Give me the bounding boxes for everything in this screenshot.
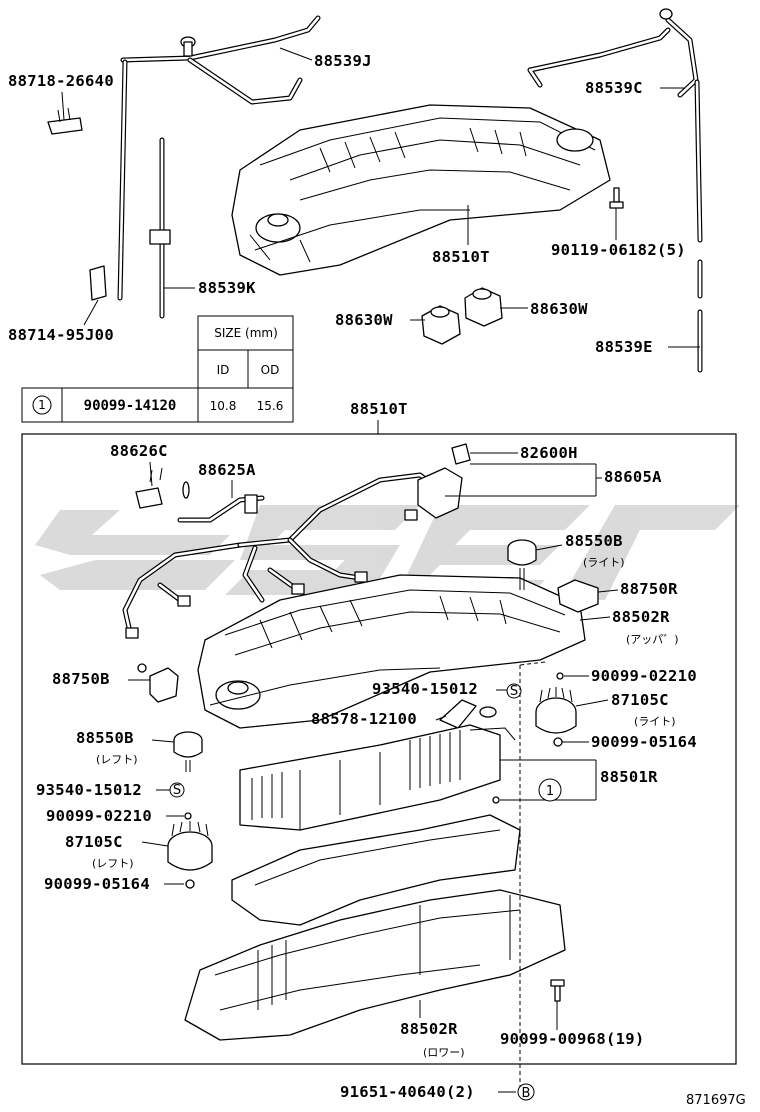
label-87105c-right: 87105C bbox=[611, 691, 669, 709]
figure-code: 871697G bbox=[686, 1093, 746, 1108]
label-88539e: 88539E bbox=[595, 338, 653, 356]
label-87105c-left: 87105C bbox=[65, 833, 123, 851]
label-88502r-lower: 88502R bbox=[400, 1020, 458, 1038]
wire-harness bbox=[122, 467, 463, 639]
marker-s-left: S bbox=[173, 783, 181, 798]
size-table-ref: 1 bbox=[38, 398, 46, 412]
part-88578 bbox=[439, 699, 497, 729]
label-90099-02210-left: 90099-02210 bbox=[46, 807, 152, 825]
label-91651-40640: 91651-40640(2) bbox=[340, 1083, 475, 1101]
marker-s-center: S bbox=[510, 684, 518, 699]
screw-90099-00968 bbox=[550, 979, 565, 1002]
size-table-part: 90099-14120 bbox=[84, 398, 177, 414]
label-90099-00968: 90099-00968(19) bbox=[500, 1030, 644, 1048]
label-87105c-right-sub: (ライト) bbox=[634, 715, 676, 728]
label-88550b-left-sub: (レフト) bbox=[96, 753, 138, 766]
label-88750r: 88750R bbox=[620, 580, 678, 598]
size-table-od-value: 15.6 bbox=[257, 399, 284, 413]
bolt-90119 bbox=[609, 187, 624, 209]
actuator-88750r bbox=[557, 579, 599, 613]
label-88750b: 88750B bbox=[52, 670, 110, 688]
label-90119-06182: 90119-06182(5) bbox=[551, 241, 686, 259]
marker-1: 1 bbox=[546, 784, 554, 799]
connector-88630w-right bbox=[464, 287, 503, 327]
label-88501r: 88501R bbox=[600, 768, 658, 786]
label-88550b-right-sub: (ライト) bbox=[583, 556, 625, 569]
label-88625a: 88625A bbox=[198, 461, 256, 479]
size-table-od-header: OD bbox=[261, 363, 280, 377]
label-88510t-top: 88510T bbox=[432, 248, 490, 266]
label-82600h: 82600H bbox=[520, 444, 578, 462]
hose-88539k bbox=[149, 137, 171, 319]
upper-case-88502r bbox=[197, 574, 586, 729]
hose-88539j bbox=[117, 15, 321, 301]
label-87105c-left-sub: (レフト) bbox=[92, 857, 134, 870]
screw-93540-center: S bbox=[506, 683, 522, 699]
clip-88714 bbox=[89, 265, 107, 301]
label-88630w-left: 88630W bbox=[335, 311, 393, 329]
label-88539c: 88539C bbox=[585, 79, 643, 97]
lower-case-88502r bbox=[184, 889, 566, 1041]
label-90099-05164-left: 90099-05164 bbox=[44, 875, 150, 893]
label-88550b-right: 88550B bbox=[565, 532, 623, 550]
clip-82600h bbox=[451, 443, 471, 465]
evaporator-88501r bbox=[239, 724, 516, 831]
hose-88539c bbox=[527, 8, 703, 243]
sensor-88626c bbox=[135, 467, 190, 509]
label-88714-95j00: 88714-95J00 bbox=[8, 326, 114, 344]
marker-b: B bbox=[522, 1086, 531, 1101]
label-93540-15012-left: 93540-15012 bbox=[36, 781, 142, 799]
size-table-title: SIZE (mm) bbox=[214, 326, 278, 340]
servo-88550b-left bbox=[173, 731, 203, 772]
motor-87105c-right bbox=[535, 687, 577, 734]
servo-88550b-right bbox=[507, 539, 537, 590]
label-88502r-lower-sub: (ロワー) bbox=[423, 1046, 465, 1059]
size-table: SIZE (mm) ID OD 1 90099-14120 10.8 15.6 bbox=[21, 315, 294, 423]
label-93540-15012-center: 93540-15012 bbox=[372, 680, 478, 698]
middle-case bbox=[231, 814, 521, 926]
size-table-id-value: 10.8 bbox=[210, 399, 237, 413]
label-88502r-upper: 88502R bbox=[612, 608, 670, 626]
label-90099-05164-right: 90099-05164 bbox=[591, 733, 697, 751]
label-88578-12100: 88578-12100 bbox=[311, 710, 417, 728]
label-88718-26640: 88718-26640 bbox=[8, 72, 114, 90]
label-88539k: 88539K bbox=[198, 279, 256, 297]
unit-88510t-top bbox=[231, 104, 611, 276]
motor-87105c-left bbox=[167, 821, 213, 871]
screw-93540-left: S bbox=[169, 782, 185, 798]
assembly-box bbox=[21, 433, 737, 1065]
label-88630w-right: 88630W bbox=[530, 300, 588, 318]
clamp-88718 bbox=[47, 107, 83, 135]
label-88605a: 88605A bbox=[604, 468, 662, 486]
label-88502r-upper-sub: (アッパ゛) bbox=[626, 633, 679, 646]
actuator-88750b bbox=[137, 663, 179, 703]
size-table-id-header: ID bbox=[217, 363, 230, 377]
connector-88630w-left bbox=[421, 305, 461, 345]
label-88539j: 88539J bbox=[314, 52, 372, 70]
label-88510t-box: 88510T bbox=[350, 400, 408, 418]
label-90099-02210-right: 90099-02210 bbox=[591, 667, 697, 685]
label-88626c: 88626C bbox=[110, 442, 168, 460]
label-88550b-left: 88550B bbox=[76, 729, 134, 747]
